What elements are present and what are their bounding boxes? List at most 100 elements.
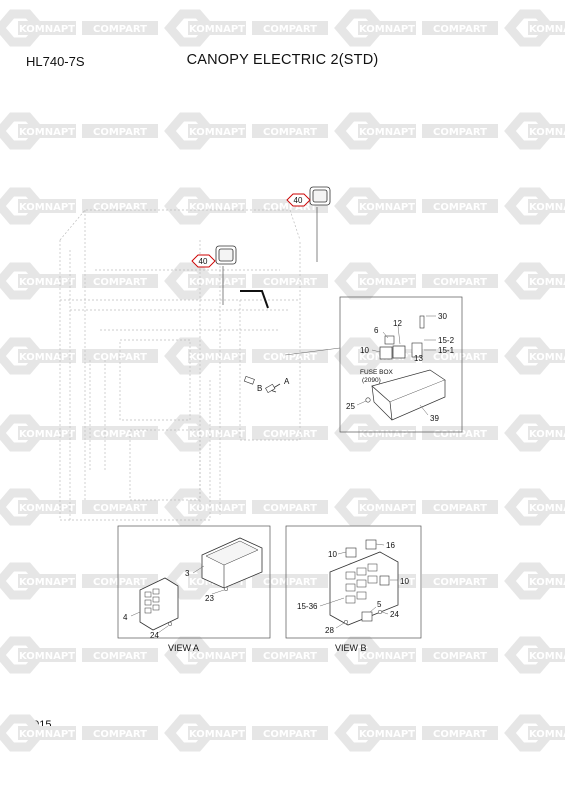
watermark-band	[82, 21, 158, 35]
watermark-band	[422, 199, 498, 213]
canopy-frame-ghost	[59, 209, 301, 521]
watermark-text: COMPART	[263, 503, 317, 514]
watermark-band	[188, 199, 246, 213]
watermark-band	[528, 199, 565, 213]
watermark-text: KOMNAPT	[529, 24, 565, 35]
watermark-band	[358, 124, 416, 138]
watermark-band	[358, 500, 416, 514]
watermark-text: KOMNAPT	[529, 729, 565, 740]
watermark-text: COMPART	[263, 729, 317, 740]
watermark-text: KOMNAPT	[19, 202, 75, 213]
watermark-band	[252, 426, 328, 440]
part-13: 13	[414, 354, 423, 363]
watermark-band	[528, 574, 565, 588]
watermark-text: KOMNAPT	[189, 651, 245, 662]
watermark-band	[422, 426, 498, 440]
watermark-band	[422, 21, 498, 35]
watermark-text: KOMNAPT	[189, 429, 245, 440]
watermark-text: COMPART	[263, 24, 317, 35]
fuse-box-detail: 30 12 6 10 13 15-2 15-1 FUSE BOX (2090) …	[339, 296, 463, 433]
watermark-text: COMPART	[433, 202, 487, 213]
callout-40-left: 40	[191, 254, 216, 268]
watermark-band	[422, 726, 498, 740]
view-b-caption: VIEW B	[335, 643, 367, 653]
watermark-band	[82, 274, 158, 288]
watermark-band	[82, 574, 158, 588]
part-12: 12	[393, 319, 402, 328]
watermark-band	[252, 726, 328, 740]
watermark-band	[358, 426, 416, 440]
part-4: 4	[123, 613, 128, 622]
watermark-text: COMPART	[263, 352, 317, 363]
callout-40-right: 40	[286, 193, 311, 207]
watermark-text: KOMNAPT	[529, 651, 565, 662]
watermark-text: KOMNAPT	[529, 127, 565, 138]
watermark-band	[188, 648, 246, 662]
watermark-band	[528, 500, 565, 514]
fuse-box-code: (2090)	[362, 377, 381, 384]
watermark-band	[188, 21, 246, 35]
watermark-band	[18, 21, 76, 35]
watermark-band	[528, 648, 565, 662]
watermark-text: KOMNAPT	[359, 202, 415, 213]
watermark-text: KOMNAPT	[359, 729, 415, 740]
fuse-box-label: FUSE BOX	[360, 369, 394, 376]
part-25: 25	[346, 402, 355, 411]
watermark-layer: KOMNAPT COMPART KOMNAPT COMPART KOMNAPT COMPA…	[0, 9, 565, 752]
watermark-text: COMPART	[433, 24, 487, 35]
watermark-band	[82, 726, 158, 740]
part-10-top: 10	[328, 550, 337, 559]
watermark-text: KOMNAPT	[189, 503, 245, 514]
watermark-text: KOMNAPT	[529, 202, 565, 213]
watermark-band	[422, 274, 498, 288]
watermark-text: KOMNAPT	[19, 503, 75, 514]
watermark-band	[528, 274, 565, 288]
watermark-band	[252, 648, 328, 662]
detail-leader	[284, 347, 341, 356]
view-a-arrow: A	[265, 377, 290, 394]
watermark-text: COMPART	[433, 729, 487, 740]
part-15-36: 15-36	[297, 602, 318, 611]
watermark-text: KOMNAPT	[189, 202, 245, 213]
watermark-text: COMPART	[93, 202, 147, 213]
watermark-text: COMPART	[263, 202, 317, 213]
watermark-band	[82, 426, 158, 440]
callout-text: 40	[199, 257, 208, 266]
watermark-band	[18, 349, 76, 363]
watermark-text: KOMNAPT	[19, 429, 75, 440]
watermark-text: COMPART	[93, 651, 147, 662]
callout-text: 40	[294, 196, 303, 205]
part-5: 5	[377, 600, 382, 609]
watermark-text: KOMNAPT	[189, 352, 245, 363]
watermark-band	[188, 349, 246, 363]
watermark-text: COMPART	[263, 429, 317, 440]
watermark-text: COMPART	[263, 277, 317, 288]
page-title: CANOPY ELECTRIC 2(STD)	[186, 52, 379, 68]
watermark-text: KOMNAPT	[529, 503, 565, 514]
view-a-detail: 3 23 4 24 VIEW A	[117, 525, 271, 653]
watermark-text: COMPART	[433, 127, 487, 138]
part-15-2: 15-2	[438, 336, 455, 345]
watermark-text: COMPART	[93, 24, 147, 35]
watermark-band	[528, 726, 565, 740]
watermark-text: COMPART	[93, 277, 147, 288]
watermark-text: KOMNAPT	[189, 24, 245, 35]
part-10: 10	[360, 346, 369, 355]
part-6: 6	[374, 326, 379, 335]
watermark-band	[18, 124, 76, 138]
watermark-band	[358, 199, 416, 213]
watermark-band	[358, 648, 416, 662]
watermark-band	[528, 426, 565, 440]
watermark-band	[18, 199, 76, 213]
watermark-text: COMPART	[263, 127, 317, 138]
part-39: 39	[430, 414, 439, 423]
watermark-band	[188, 274, 246, 288]
watermark-text: KOMNAPT	[189, 729, 245, 740]
watermark-text: COMPART	[93, 729, 147, 740]
watermark-band	[18, 574, 76, 588]
watermark-text: COMPART	[433, 277, 487, 288]
view-b-letter: B	[257, 384, 262, 393]
watermark-band	[82, 500, 158, 514]
watermark-band	[252, 199, 328, 213]
watermark-band	[422, 574, 498, 588]
